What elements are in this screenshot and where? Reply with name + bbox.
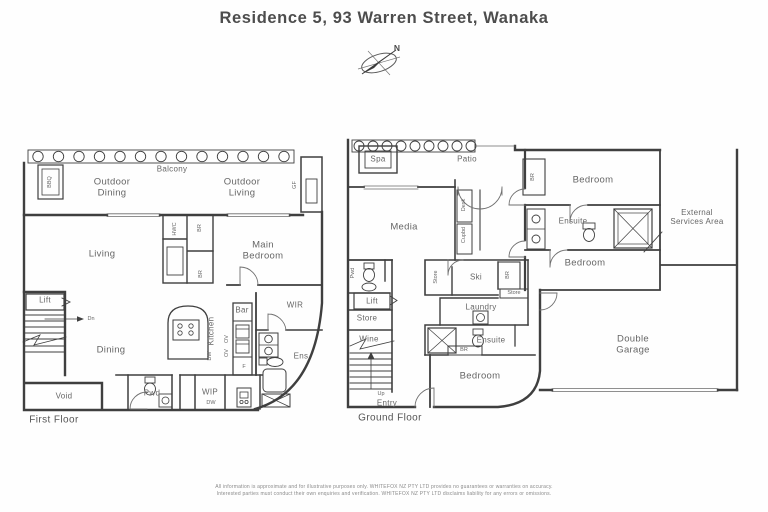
- room-label-store-left: Store: [356, 313, 378, 323]
- compass-icon: [357, 49, 401, 76]
- room-label-store-mid: Store: [432, 270, 439, 284]
- door-arcs: [414, 186, 588, 408]
- room-label-bedroom-bottom: Bedroom: [459, 370, 501, 382]
- room-label-ski: Ski: [469, 272, 483, 282]
- ensuite-vanity-icon: [526, 208, 546, 250]
- ensuite-toilet-icon: [582, 222, 596, 242]
- room-label-wine: Wine: [359, 334, 379, 344]
- room-label-wip: WIP: [201, 387, 219, 397]
- disclaimer-line-2: Interested parties must conduct their ow…: [216, 490, 552, 497]
- ground-floor-linework: [346, 138, 739, 409]
- room-label-robe-mid: BR: [504, 271, 511, 279]
- room-label-balcony: Balcony: [156, 164, 188, 174]
- room-label-hwc: HWC: [171, 222, 178, 236]
- room-label-robe-bottom: BR: [460, 346, 468, 353]
- sliding-door-lines: [106, 213, 291, 217]
- robe-closet-bottom: [447, 345, 483, 356]
- room-label-main-bedroom: Main Bedroom: [242, 239, 284, 261]
- up-arrowhead: [367, 352, 375, 359]
- lift-icon: [25, 293, 72, 311]
- stairs-up-label: Up: [377, 390, 385, 397]
- room-label-laundry: Laundry: [465, 302, 497, 312]
- desk-alcove: [456, 189, 481, 255]
- room-label-dishwasher: DW: [206, 351, 213, 361]
- room-label-powder: Pwd: [349, 267, 356, 279]
- room-label-double-garage: Double Garage: [616, 333, 650, 355]
- room-label-ensuite-top: Ensuite: [558, 216, 588, 226]
- room-label-desk: Desk: [460, 198, 467, 212]
- room-label-fridge: F: [242, 363, 246, 370]
- powder-toilet-icon: [361, 262, 377, 292]
- ensuite-shower-icon: [613, 208, 653, 249]
- room-label-gas-fire: GF: [291, 181, 298, 189]
- shower-icon: [427, 327, 457, 354]
- room-label-powder: Pwd: [143, 388, 161, 398]
- compass: N: [352, 38, 412, 82]
- room-label-external-services: External Services Area: [670, 208, 724, 226]
- powder-basin-icon: [158, 393, 173, 408]
- vanity-icon: [258, 332, 279, 358]
- disclaimer: All information is approximate and for i…: [84, 484, 684, 497]
- room-label-bedroom-mid: Bedroom: [564, 257, 606, 269]
- oven-tower-icon: [232, 302, 253, 376]
- room-label-outdoor-living: Outdoor Living: [223, 176, 261, 198]
- fireplace-icon: [300, 156, 323, 213]
- powder-toilet-icon: [144, 376, 156, 396]
- room-label-wip-dw: DW: [206, 399, 216, 406]
- room-label-lift: Lift: [366, 296, 378, 306]
- stairs-icon: [349, 338, 395, 390]
- room-label-kitchen: Kitchen: [206, 316, 216, 346]
- room-label-oven-b: OV: [223, 349, 230, 357]
- toilet-icon: [258, 357, 284, 367]
- room-label-patio: Patio: [457, 154, 477, 164]
- page-title: Residence 5, 93 Warren Street, Wanaka: [219, 9, 549, 27]
- door-arcs: [129, 266, 287, 410]
- room-label-wir: WIR: [286, 300, 304, 310]
- first-floor-linework: [22, 149, 324, 412]
- floor-plan-first-floor: BBQ Balcony Outdoor Dining Outdoor Livin…: [12, 143, 332, 428]
- room-label-oven-a: OV: [223, 335, 230, 343]
- room-label-robe-a: BR: [196, 224, 203, 232]
- room-label-outdoor-dining: Outdoor Dining: [93, 176, 131, 198]
- room-label-living: Living: [88, 248, 116, 260]
- robe-closet-top: [522, 158, 546, 196]
- room-label-lift: Lift: [39, 295, 51, 305]
- room-label-void: Void: [55, 391, 73, 401]
- room-label-store-small: Store: [507, 289, 521, 296]
- down-arrowhead: [77, 316, 84, 322]
- room-label-dining: Dining: [96, 344, 126, 356]
- room-label-ensuite: Ens: [293, 351, 309, 361]
- stairs-icon: [22, 314, 67, 353]
- room-label-media: Media: [390, 221, 418, 233]
- bbq-icon: [37, 164, 64, 200]
- toilet-icon: [472, 328, 484, 348]
- ground-floor-label: Ground Floor: [358, 412, 422, 424]
- compass-north-label: N: [393, 43, 401, 53]
- room-label-spa: Spa: [370, 154, 386, 164]
- lift-icon: [353, 292, 398, 310]
- shower-icon: [261, 393, 291, 408]
- bathtub-icon: [262, 368, 287, 393]
- washing-machine-icon: [472, 310, 489, 325]
- disclaimer-line-1: All information is approximate and for i…: [215, 484, 553, 490]
- room-label-bar: Bar: [235, 305, 249, 315]
- first-floor-label: First Floor: [29, 414, 79, 426]
- room-label-cupbd: Cupbd: [460, 226, 467, 244]
- appliance-icon: [236, 387, 252, 408]
- room-label-robe-b: BR: [197, 270, 204, 278]
- room-label-robe-top: BR: [529, 173, 536, 181]
- balustrade-row: [27, 149, 295, 164]
- room-label-entry: Entry: [376, 398, 398, 408]
- room-label-ensuite-bottom: Ensuite: [476, 335, 506, 345]
- floor-plan-ground-floor: Spa Patio Media Desk Cupbd Bedroom BR En…: [340, 133, 760, 425]
- room-label-bbq: BBQ: [46, 176, 53, 188]
- kitchen-island-icon: [167, 305, 209, 360]
- stairs-dn-label: Dn: [87, 315, 95, 322]
- wardrobe-block: [162, 214, 214, 284]
- room-label-bedroom-top: Bedroom: [572, 174, 614, 186]
